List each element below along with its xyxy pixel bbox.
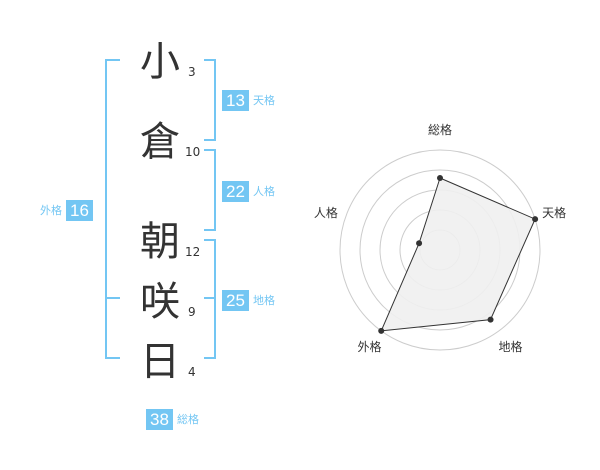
jinkaku-badge: 22 人格: [222, 181, 275, 202]
stroke-count-3: 12: [185, 245, 201, 259]
soukaku-badge: 38 総格: [146, 409, 199, 430]
radar-axis-label: 地格: [499, 339, 523, 354]
name-char-3: 朝: [140, 219, 180, 265]
radar-axis-label: 天格: [542, 205, 566, 220]
radar-points: [378, 175, 539, 334]
stroke-count-1: 3: [188, 65, 196, 79]
stroke-count-2: 10: [185, 145, 201, 159]
radar-point: [487, 316, 494, 323]
chikaku-badge: 25 地格: [222, 290, 275, 311]
soukaku-value: 38: [146, 409, 173, 430]
jinkaku-value: 22: [222, 181, 249, 202]
radar-axis-label: 人格: [314, 205, 338, 220]
radar-shape: [380, 177, 536, 332]
name-char-5: 日: [140, 339, 180, 385]
radar-point: [378, 327, 385, 334]
tenkaku-bracket: [204, 59, 216, 141]
tenkaku-badge: 13 天格: [222, 90, 275, 111]
radar-point: [416, 240, 423, 247]
name-char-4: 咲: [140, 279, 180, 325]
name-char-1: 小: [140, 39, 180, 85]
jinkaku-label: 人格: [253, 185, 275, 198]
radar-axis-label: 総格: [428, 122, 452, 137]
stroke-count-4: 9: [188, 305, 196, 319]
gaikaku-value: 16: [66, 200, 93, 221]
name-char-2: 倉: [140, 119, 180, 165]
radar-grid-ring: [339, 149, 541, 351]
tenkaku-label: 天格: [253, 94, 275, 107]
tenkaku-value: 13: [222, 90, 249, 111]
stroke-count-5: 4: [188, 365, 196, 379]
gaikaku-badge: 外格 16: [40, 200, 93, 221]
radar-axis-label: 外格: [357, 339, 381, 354]
outer-bracket: [105, 59, 120, 359]
radar-point: [532, 216, 539, 223]
jinkaku-bracket: [204, 149, 216, 231]
chikaku-label: 地格: [253, 294, 275, 307]
chikaku-value: 25: [222, 290, 249, 311]
radar-point: [437, 175, 443, 181]
soukaku-label: 総格: [177, 413, 199, 426]
gaikaku-label: 外格: [40, 204, 62, 217]
